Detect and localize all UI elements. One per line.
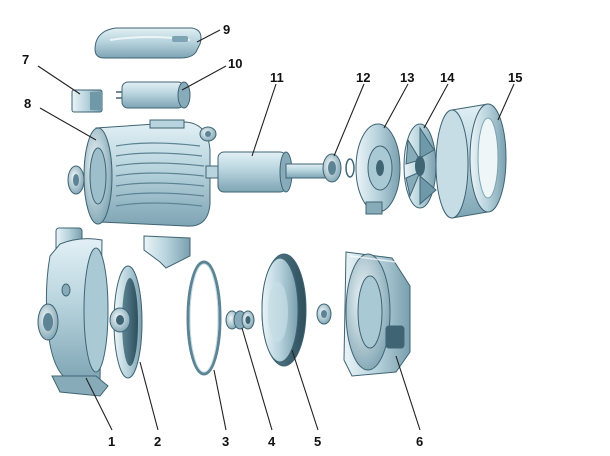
part-10-capacitor (116, 81, 191, 109)
label-part-4: 4 (268, 434, 276, 449)
label-part-11: 11 (270, 70, 284, 85)
part-3-o-ring (186, 260, 222, 376)
label-part-1: 1 (108, 434, 115, 449)
housing-nut (199, 126, 217, 142)
part-15-fan-cover (435, 103, 507, 219)
label-part-14: 14 (440, 70, 455, 85)
label-part-6: 6 (416, 434, 423, 449)
part-13-rear-end-shield (355, 123, 401, 215)
part-2-impeller (109, 265, 143, 379)
part-8-motor-housing (83, 119, 211, 227)
label-part-3: 3 (222, 434, 229, 449)
part-number-labels: 9 7 10 8 11 12 13 14 15 1 2 3 4 5 6 (22, 22, 522, 449)
front-bearing (67, 165, 85, 195)
part-5-diffuser-plate (261, 253, 307, 367)
label-part-15: 15 (508, 70, 522, 85)
part-9-terminal-box-cover (94, 27, 202, 59)
label-part-9: 9 (223, 22, 230, 37)
label-part-2: 2 (154, 434, 161, 449)
part-1-pump-casing (37, 227, 109, 397)
part-14-cooling-fan (403, 123, 437, 209)
part-7-clamp-block (71, 89, 103, 113)
leader-lines (37, 29, 515, 431)
label-part-10: 10 (228, 56, 242, 71)
part-11-rotor-shaft (205, 151, 337, 193)
housing-bracket (143, 235, 191, 269)
part-12-bearing (322, 153, 355, 183)
part-4-mechanical-seal (225, 310, 255, 330)
label-part-12: 12 (356, 70, 370, 85)
label-part-5: 5 (314, 434, 321, 449)
part-6-bracket-flange (343, 251, 411, 377)
label-part-7: 7 (22, 52, 29, 67)
seal-nut (316, 303, 332, 325)
label-part-8: 8 (24, 96, 31, 111)
label-part-13: 13 (400, 70, 414, 85)
